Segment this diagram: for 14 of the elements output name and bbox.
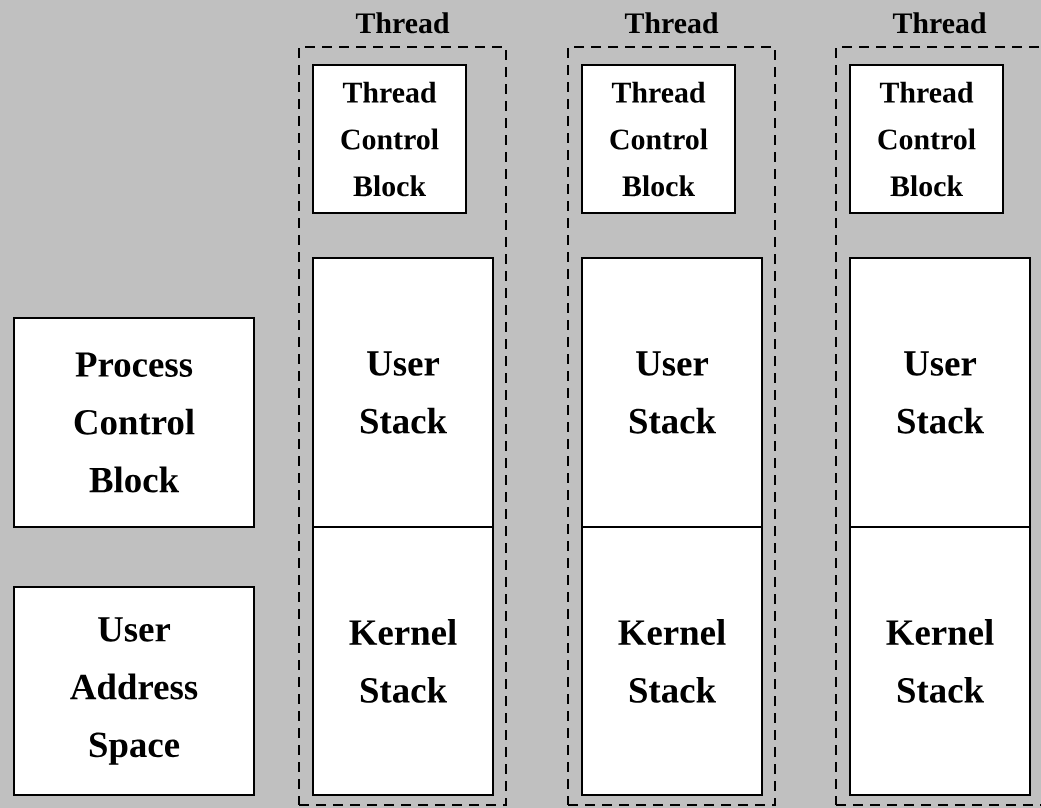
memory-box: Kernel Stack (312, 526, 494, 796)
memory-box: User Address Space (13, 586, 255, 796)
memory-box: Kernel Stack (849, 526, 1031, 796)
control-block-box: Thread Control Block (312, 64, 467, 214)
memory-box: User Stack (312, 257, 494, 528)
node-label: Thread (355, 12, 450, 34)
memory-box: User Stack (581, 257, 763, 528)
memory-box: User Stack (849, 257, 1031, 528)
memory-box: Process Control Block (13, 317, 255, 528)
control-block-box: Thread Control Block (849, 64, 1004, 214)
control-block-box: Thread Control Block (581, 64, 736, 214)
node-label: Thread (892, 12, 987, 34)
node-label: Thread (624, 12, 719, 34)
memory-box: Kernel Stack (581, 526, 763, 796)
